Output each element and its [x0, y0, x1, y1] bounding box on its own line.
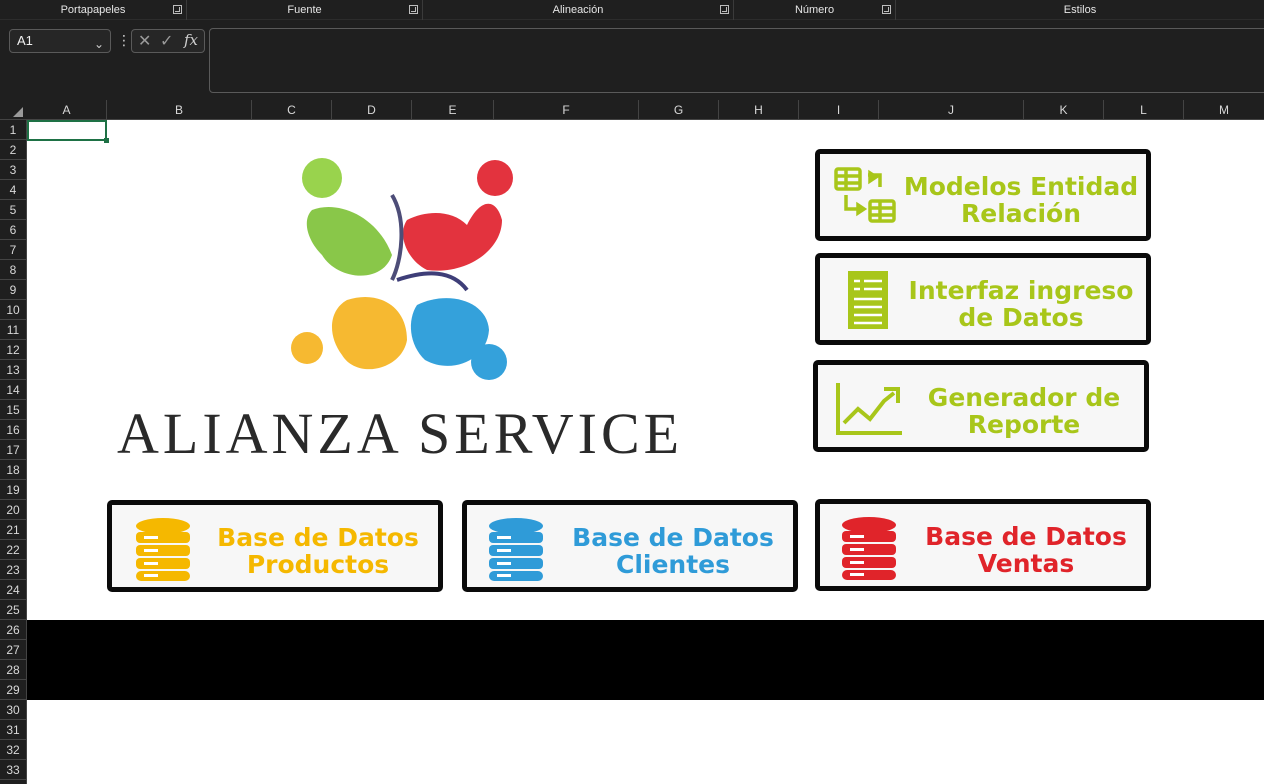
- button-label: Base de Datos Clientes: [572, 523, 774, 579]
- ribbon-group-numero: Número: [734, 0, 896, 20]
- row-header-8[interactable]: 8: [0, 260, 26, 280]
- row-header-3[interactable]: 3: [0, 160, 26, 180]
- row-header-17[interactable]: 17: [0, 440, 26, 460]
- database-icon: [136, 518, 190, 581]
- row-header-1[interactable]: 1: [0, 120, 26, 140]
- base-datos-productos-button[interactable]: Base de Datos Productos: [107, 500, 443, 592]
- row-header-4[interactable]: 4: [0, 180, 26, 200]
- column-header-h[interactable]: H: [719, 100, 799, 120]
- column-header-m[interactable]: M: [1219, 103, 1229, 117]
- active-cell-a1[interactable]: [27, 120, 109, 143]
- button-label: Base de Datos Ventas: [925, 522, 1127, 578]
- row-header-16[interactable]: 16: [0, 420, 26, 440]
- button-label: Interfaz ingreso de Datos: [908, 276, 1134, 332]
- ribbon-group-fuente: Fuente: [187, 0, 423, 20]
- row-header-23[interactable]: 23: [0, 560, 26, 580]
- more-options-icon[interactable]: ⋮: [117, 32, 131, 48]
- row-header-2[interactable]: 2: [0, 140, 26, 160]
- ribbon-group-bar: Portapapeles Fuente Alineación Número Es…: [0, 0, 1264, 20]
- formula-row: A1 ⌄ ⋮ ✕ ✓ fx: [0, 20, 1264, 100]
- column-header-i[interactable]: I: [799, 100, 879, 120]
- table-relation-icon: [834, 167, 896, 223]
- column-header-k[interactable]: K: [1024, 100, 1104, 120]
- modelos-entidad-relacion-button[interactable]: Modelos Entidad Relación: [815, 149, 1151, 241]
- row-header-11[interactable]: 11: [0, 320, 26, 340]
- row-header-13[interactable]: 13: [0, 360, 26, 380]
- column-header-d[interactable]: D: [332, 100, 412, 120]
- row-header-14[interactable]: 14: [0, 380, 26, 400]
- row-header-25[interactable]: 25: [0, 600, 26, 620]
- ribbon-group-label: Fuente: [287, 4, 322, 16]
- row-header-7[interactable]: 7: [0, 240, 26, 260]
- row-header-26[interactable]: 26: [0, 620, 26, 640]
- row-header-32[interactable]: 32: [0, 740, 26, 760]
- interfaz-ingreso-datos-button[interactable]: Interfaz ingreso de Datos: [815, 253, 1151, 345]
- row-header-12[interactable]: 12: [0, 340, 26, 360]
- column-header-a[interactable]: A: [27, 100, 107, 120]
- column-header-f[interactable]: F: [494, 100, 639, 120]
- row-header-20[interactable]: 20: [0, 500, 26, 520]
- ribbon-group-alineacion: Alineación: [423, 0, 734, 20]
- row-header-9[interactable]: 9: [0, 280, 26, 300]
- dialog-launcher-icon[interactable]: [173, 5, 182, 14]
- form-document-icon: [848, 271, 888, 329]
- row-header-10[interactable]: 10: [0, 300, 26, 320]
- button-label: Generador de Reporte: [927, 383, 1121, 439]
- trend-chart-icon: [836, 383, 902, 435]
- button-label: Modelos Entidad Relación: [903, 172, 1139, 228]
- row-header-18[interactable]: 18: [0, 460, 26, 480]
- base-datos-clientes-button[interactable]: Base de Datos Clientes: [462, 500, 798, 592]
- ribbon-group-estilos: Estilos: [896, 0, 1264, 20]
- column-header-b[interactable]: B: [107, 100, 252, 120]
- database-icon: [842, 517, 896, 580]
- ribbon-group-label: Portapapeles: [60, 4, 126, 16]
- formula-buttons: ✕ ✓ fx: [131, 29, 205, 53]
- black-band: [27, 620, 1264, 700]
- ribbon-group-label: Alineación: [552, 4, 604, 16]
- name-box[interactable]: A1 ⌄: [9, 29, 111, 53]
- insert-function-icon[interactable]: fx: [184, 31, 199, 49]
- ribbon-group-portapapeles: Portapapeles: [0, 0, 187, 20]
- column-header-e[interactable]: E: [412, 100, 494, 120]
- alianza-service-logo: ALIANZA SERVICE: [107, 140, 713, 470]
- row-header-19[interactable]: 19: [0, 480, 26, 500]
- enter-icon[interactable]: ✓: [160, 33, 174, 50]
- row-header-30[interactable]: 30: [0, 700, 26, 720]
- ribbon-group-label: Número: [794, 4, 835, 16]
- row-header-24[interactable]: 24: [0, 580, 26, 600]
- row-header-29[interactable]: 29: [0, 680, 26, 700]
- row-header-5[interactable]: 5: [0, 200, 26, 220]
- cancel-icon[interactable]: ✕: [138, 33, 152, 50]
- formula-input[interactable]: [209, 28, 1264, 93]
- ribbon-group-label: Estilos: [1063, 4, 1097, 16]
- column-headers: A B C D E F G H I J K L M: [0, 100, 1264, 120]
- column-header-l[interactable]: L: [1104, 100, 1184, 120]
- dialog-launcher-icon[interactable]: [882, 5, 891, 14]
- name-box-value: A1: [17, 33, 33, 48]
- row-header-22[interactable]: 22: [0, 540, 26, 560]
- select-all-icon[interactable]: [0, 100, 26, 120]
- column-header-c[interactable]: C: [252, 100, 332, 120]
- row-header-6[interactable]: 6: [0, 220, 26, 240]
- dialog-launcher-icon[interactable]: [409, 5, 418, 14]
- column-header-j[interactable]: J: [879, 100, 1024, 120]
- row-header-15[interactable]: 15: [0, 400, 26, 420]
- row-header-27[interactable]: 27: [0, 640, 26, 660]
- column-header-g[interactable]: G: [639, 100, 719, 120]
- row-header-28[interactable]: 28: [0, 660, 26, 680]
- logo-graphic: [291, 158, 513, 380]
- row-header-31[interactable]: 31: [0, 720, 26, 740]
- logo-text: ALIANZA SERVICE: [117, 401, 684, 466]
- dialog-launcher-icon[interactable]: [720, 5, 729, 14]
- base-datos-ventas-button[interactable]: Base de Datos Ventas: [815, 499, 1151, 591]
- chevron-down-icon[interactable]: ⌄: [93, 37, 104, 51]
- worksheet[interactable]: ALIANZA SERVICE Modelos Entidad Relación…: [27, 120, 1264, 784]
- button-label: Base de Datos Productos: [217, 523, 419, 579]
- row-header-33[interactable]: 33: [0, 760, 26, 780]
- generador-reporte-button[interactable]: Generador de Reporte: [813, 360, 1149, 452]
- row-header-21[interactable]: 21: [0, 520, 26, 540]
- database-icon: [489, 518, 543, 581]
